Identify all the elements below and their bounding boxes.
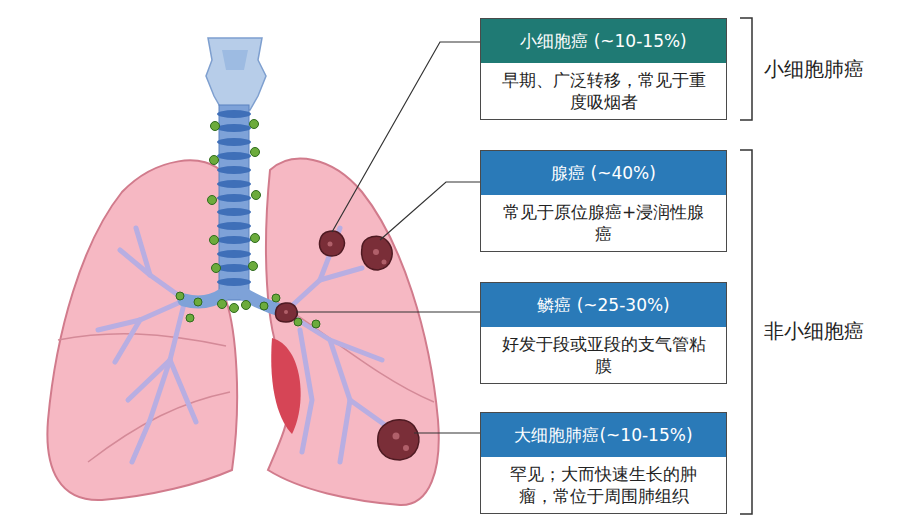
box-body: 早期、广泛转移，常见于重度吸烟者 xyxy=(481,63,726,119)
box-title: 大细胞肺癌(~10-15%) xyxy=(514,425,692,445)
info-box: 腺癌 (~40%) 常见于原位腺癌+浸润性腺癌 xyxy=(480,150,727,252)
right-lung xyxy=(47,160,237,500)
info-box: 鳞癌 (~25-30%) 好发于段或亚段的支气管粘膜 xyxy=(480,282,727,384)
box-title: 腺癌 (~40%) xyxy=(551,163,656,183)
info-box: 大细胞肺癌(~10-15%) 罕见；大而快速生长的肿瘤，常位于周围肺组织 xyxy=(480,412,727,514)
trachea-ring xyxy=(217,110,251,286)
box-body: 常见于原位腺癌+浸润性腺癌 xyxy=(481,195,726,251)
group-label: 非小细胞癌 xyxy=(764,318,864,344)
info-box: 小细胞癌 (~10-15%) 早期、广泛转移，常见于重度吸烟者 xyxy=(480,18,727,120)
tumor-spot xyxy=(284,242,409,452)
box-title: 鳞癌 (~25-30%) xyxy=(537,295,669,315)
bracket xyxy=(740,18,752,514)
leader-line xyxy=(296,42,480,433)
box-body: 好发于段或亚段的支气管粘膜 xyxy=(481,327,726,383)
box-header: 小细胞癌 (~10-15%) xyxy=(481,19,726,63)
larynx xyxy=(222,50,248,70)
tumor xyxy=(275,231,418,460)
box-body: 罕见；大而快速生长的肿瘤，常位于周围肺组织 xyxy=(481,457,726,513)
main-bronchus xyxy=(184,294,224,302)
box-text: 罕见；大而快速生长的肿瘤，常位于周围肺组织 xyxy=(497,463,710,507)
larynx xyxy=(206,38,266,110)
group-label: 小细胞肺癌 xyxy=(764,56,864,82)
box-text: 早期、广泛转移，常见于重度吸烟者 xyxy=(497,69,710,113)
box-header: 腺癌 (~40%) xyxy=(481,151,726,195)
lymph-node xyxy=(176,120,320,329)
heart-notch xyxy=(271,338,300,434)
fissure xyxy=(88,392,230,462)
box-header: 鳞癌 (~25-30%) xyxy=(481,283,726,327)
box-text: 常见于原位腺癌+浸润性腺癌 xyxy=(497,201,710,245)
box-title: 小细胞癌 (~10-15%) xyxy=(520,31,686,51)
box-header: 大细胞肺癌(~10-15%) xyxy=(481,413,726,457)
fissure xyxy=(58,334,226,346)
box-text: 好发于段或亚段的支气管粘膜 xyxy=(497,333,710,377)
